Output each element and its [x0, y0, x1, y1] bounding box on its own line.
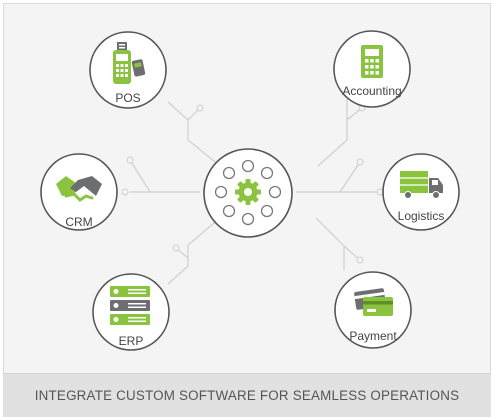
calculator-icon [361, 45, 383, 78]
erp-label: ERP [119, 334, 144, 348]
truck-icon [400, 171, 443, 199]
connector-erp [167, 217, 221, 285]
handshake-icon [56, 176, 102, 202]
logistics-node: Logistics [382, 153, 460, 231]
connector-payment [315, 217, 345, 270]
hub-node [203, 148, 293, 238]
footer-banner: INTEGRATE CUSTOM SOFTWARE FOR SEAMLESS O… [3, 373, 491, 417]
logistics-label: Logistics [398, 209, 445, 223]
payment-node: Payment [334, 271, 412, 349]
accounting-node: Accounting [333, 30, 411, 108]
payment-label: Payment [349, 329, 397, 343]
pos-label: POS [115, 91, 140, 105]
connector-dots [121, 104, 384, 264]
connector-branch-3 [129, 159, 151, 193]
connector-pos [167, 101, 221, 167]
connector-branch-4 [339, 161, 361, 193]
connector-branch-6 [343, 245, 361, 261]
gear-icon [235, 179, 261, 205]
pos-terminal-icon [113, 42, 146, 84]
accounting-label: Accounting [342, 84, 401, 98]
footer-text: INTEGRATE CUSTOM SOFTWARE FOR SEAMLESS O… [34, 388, 460, 403]
server-icon [110, 286, 150, 325]
pos-node: POS [89, 31, 167, 109]
erp-node: ERP [92, 273, 170, 351]
crm-label: CRM [65, 215, 92, 229]
connector-accounting [317, 95, 353, 167]
hub-ring-dots [214, 159, 282, 226]
crm-node: CRM [40, 153, 118, 231]
credit-card-icon [354, 288, 393, 316]
